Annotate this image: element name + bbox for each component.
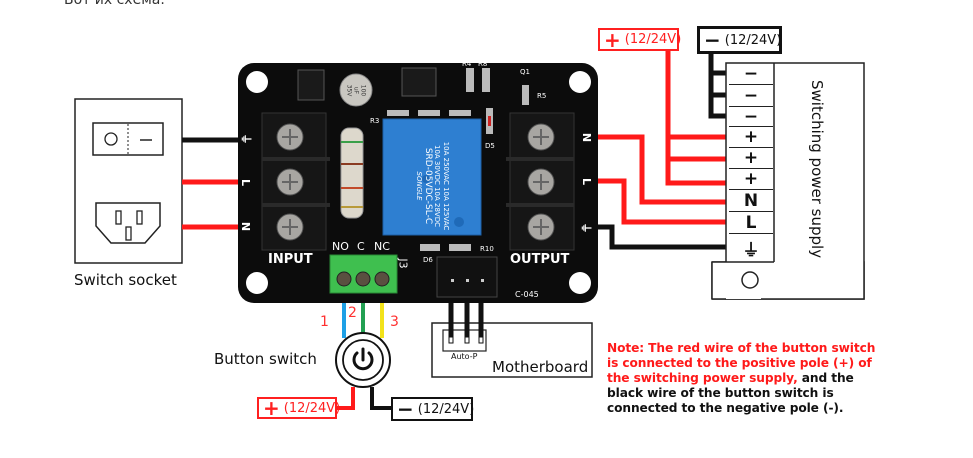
page-caption: Вот их схема. — [64, 0, 165, 8]
psu-terminal-minus-3: − — [729, 107, 773, 127]
button-minus-voltage: (12/24V) — [417, 401, 475, 417]
psu-terminal-minus-2: − — [729, 85, 773, 107]
button-plus-voltage: (12/24V) — [283, 400, 341, 416]
ic-left — [297, 69, 325, 101]
switch-socket-label: Switch socket — [74, 271, 177, 289]
optocoupler — [401, 67, 437, 97]
minus-icon: − — [397, 397, 414, 421]
output-screw-terminals — [527, 123, 555, 241]
relay-brand: SONGLE — [415, 171, 423, 201]
input-label: INPUT — [268, 252, 313, 267]
input-screw-terminals — [276, 123, 304, 241]
psu-minus-label: − (12/24V) — [697, 26, 782, 54]
psu-terminal-live: L — [729, 212, 773, 234]
wire-output-live — [596, 178, 726, 225]
label-r10: R10 — [480, 245, 494, 253]
plus-icon: + — [263, 396, 280, 420]
power-icon — [352, 347, 374, 371]
output-terminal-ground: ⏚ — [579, 222, 593, 234]
motherboard-label: Motherboard — [492, 358, 589, 376]
psu-terminal-plus-2: + — [729, 148, 773, 169]
label-r5: R5 — [537, 92, 547, 100]
power-supply-label: Switching power supply — [808, 80, 826, 259]
board-header — [436, 256, 498, 298]
label-d5: D5 — [485, 142, 495, 150]
capacitor-value: 100 — [359, 84, 367, 97]
psu-terminal-minus-1: − — [729, 63, 773, 85]
button-plus-label: + (12/24V) — [257, 396, 340, 420]
psu-plus-label: + (12/24V) — [598, 27, 682, 52]
wiring-note: Note: The red wire of the button switch … — [607, 341, 877, 416]
power-supply-box — [725, 62, 865, 300]
plus-icon: + — [604, 27, 621, 52]
capacitor-voltage: 35V — [345, 84, 353, 97]
capacitor-marking: 100 uF 35V — [346, 79, 367, 103]
j3-pin-no: NO — [332, 240, 349, 253]
input-terminal-ground: ⏚ — [239, 133, 253, 145]
wire-number-2: 2 — [348, 305, 357, 321]
power-resistor — [340, 127, 364, 219]
note-black-text: and the black wire of the button switch … — [607, 371, 854, 415]
label-r4: R4 — [462, 60, 472, 68]
board-code: C-045 — [515, 290, 539, 299]
psu-plus-voltage: (12/24V) — [624, 32, 682, 47]
iec-socket-icon — [95, 202, 161, 244]
output-terminal-live: L — [580, 177, 594, 186]
relay-rating-2: 10A 30VDC 10A 28VDC — [433, 144, 441, 227]
wire-number-3: 3 — [390, 314, 399, 330]
wire-button-minus — [370, 387, 392, 410]
relay-model: SRD-05VDC-SL-C — [423, 147, 433, 225]
wire-button-plus — [336, 387, 355, 410]
psu-terminal-plus-1: + — [729, 127, 773, 148]
j3-pin-c: C — [357, 240, 365, 253]
circle-icon — [104, 132, 118, 146]
label-r8: R8 — [478, 60, 488, 68]
label-r3: R3 — [370, 117, 380, 125]
j3-pin-nc: NC — [374, 240, 390, 253]
relay — [382, 118, 482, 236]
psu-terminal-plus-3: + — [729, 169, 773, 190]
power-supply-switch-icon — [741, 271, 759, 289]
capacitor — [339, 73, 373, 107]
psu-minus-voltage: (12/24V) — [724, 32, 782, 48]
minus-icon: − — [704, 28, 721, 52]
note-red-text: Note: The red wire of the button switch … — [607, 341, 876, 385]
auto-p-label: Auto-P — [451, 352, 478, 361]
input-terminal-neutral: N — [239, 221, 253, 232]
wire-output-ground — [596, 224, 726, 250]
psu-terminal-neutral: N — [729, 190, 773, 212]
button-switch-label: Button switch — [214, 350, 317, 368]
relay-marking: 10A 250VAC 10A 125VAC 10A 30VDC 10A 28VD… — [414, 116, 450, 256]
label-q1: Q1 — [520, 68, 530, 76]
output-label: OUTPUT — [510, 252, 570, 267]
j3-label: J3 — [396, 258, 410, 269]
wire-number-1: 1 — [320, 314, 329, 330]
label-d6: D6 — [423, 256, 433, 264]
relay-rating-1: 10A 250VAC 10A 125VAC — [442, 141, 450, 231]
psu-terminal-ground: ⏚ — [742, 240, 760, 261]
wire-output-neutral — [596, 134, 726, 205]
capacitor-unit: uF — [352, 86, 360, 95]
button-minus-label: − (12/24V) — [391, 397, 475, 421]
rocker-switch — [92, 122, 164, 156]
input-terminal-live: L — [239, 178, 253, 187]
output-terminal-neutral: N — [580, 132, 594, 143]
